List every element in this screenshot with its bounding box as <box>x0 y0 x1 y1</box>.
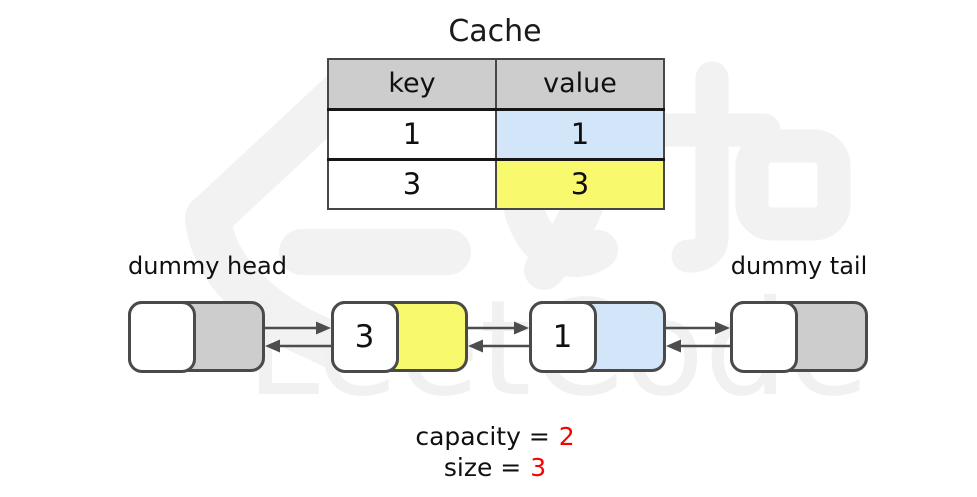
node-value <box>127 300 196 373</box>
arrow-pair-node3-node1 <box>468 321 529 353</box>
table-header-value: value <box>495 58 665 110</box>
list-node-1: 1 <box>528 300 666 373</box>
key-cell: 1 <box>327 107 497 160</box>
key-cell: 3 <box>327 157 497 210</box>
list-node-3: 3 <box>330 300 468 373</box>
node-value: 1 <box>528 300 597 373</box>
page-title: Cache <box>448 14 542 49</box>
table-row: 1 1 <box>327 107 665 160</box>
value-cell: 1 <box>495 107 665 160</box>
dummy-head-label: dummy head <box>128 252 287 280</box>
node-value: 3 <box>330 300 399 373</box>
table-row: 3 3 <box>327 157 665 210</box>
table-header-key: key <box>327 58 497 110</box>
table-header-row: key value <box>327 58 665 110</box>
size-text: size = 3 <box>327 452 663 483</box>
size-label: size = <box>443 453 522 482</box>
dummy-tail-label: dummy tail <box>730 252 868 280</box>
cache-table: key value 1 1 3 3 <box>327 58 665 210</box>
capacity-value: 2 <box>558 422 575 451</box>
stats: capacity = 2 size = 3 <box>327 421 663 483</box>
capacity-label: capacity = <box>415 422 550 451</box>
node-value <box>729 300 798 373</box>
capacity-text: capacity = 2 <box>327 421 663 452</box>
size-value: 3 <box>530 453 547 482</box>
value-cell: 3 <box>495 157 665 210</box>
list-node-dummy-tail <box>729 300 868 373</box>
list-node-dummy-head <box>127 300 265 373</box>
arrow-pair-node1-tail <box>666 321 730 353</box>
arrow-pair-head-node3 <box>265 321 331 353</box>
